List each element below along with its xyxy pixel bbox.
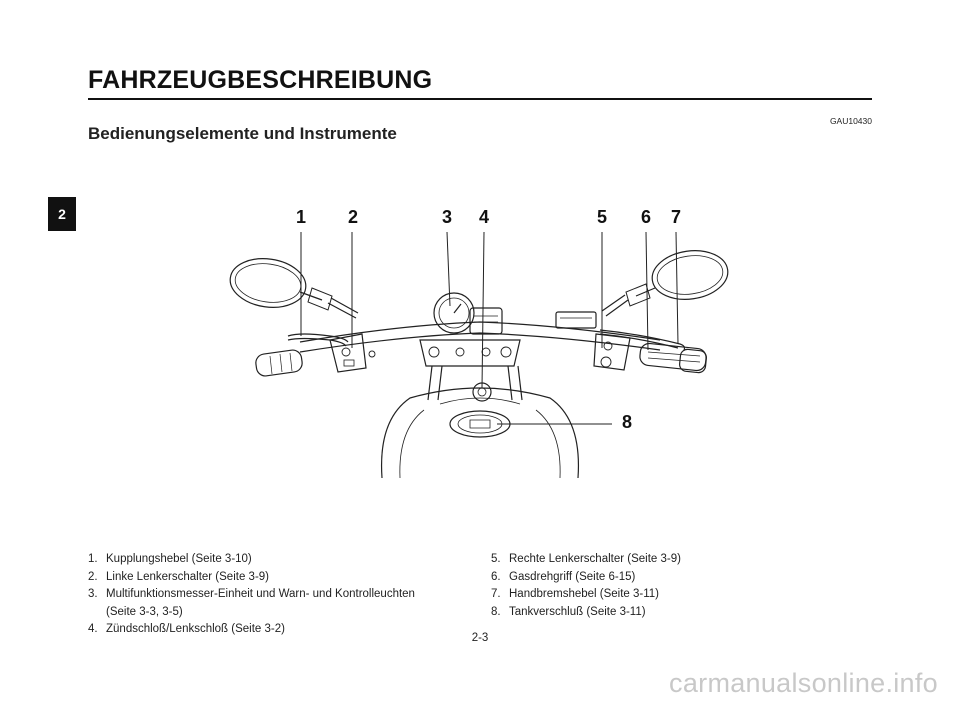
handlebar xyxy=(299,321,661,353)
callout-2: 2 xyxy=(347,207,359,227)
legend-item: 3.Multifunktionsmesser-Einheit und Warn-… xyxy=(88,588,415,600)
legend-item: 6.Gasdrehgriff (Seite 6-15) xyxy=(491,570,636,583)
right-mirror xyxy=(601,250,729,317)
left-mirror xyxy=(229,258,359,319)
page-number: 2-3 xyxy=(471,632,489,644)
callout-1: 1 xyxy=(295,207,307,227)
legend-item: 5.Rechte Lenkerschalter (Seite 3-9) xyxy=(491,553,681,565)
legend-item: 2.Linke Lenkerschalter (Seite 3-9) xyxy=(88,570,269,583)
watermark: carmanualsonline.info xyxy=(669,668,938,698)
section-subtitle: Bedienungselemente und Instrumente xyxy=(88,124,397,143)
header-rule xyxy=(88,98,872,100)
legend-right: 5.Rechte Lenkerschalter (Seite 3-9) 6.Ga… xyxy=(491,551,791,621)
legend-item: 8.Tankverschluß (Seite 3-11) xyxy=(491,605,646,618)
legend-item: 7.Handbremshebel (Seite 3-11) xyxy=(491,588,660,600)
instrument-cluster xyxy=(433,292,503,335)
right-grip xyxy=(639,342,707,374)
callout-8: 8 xyxy=(621,412,633,432)
fork-tubes xyxy=(427,365,523,401)
legend-item: 4.Zündschloß/Lenkschloß (Seite 3-2) xyxy=(88,623,285,635)
right-switch-housing xyxy=(593,333,631,371)
document-code: GAU10430 xyxy=(829,116,872,126)
callout-7: 7 xyxy=(670,207,682,227)
legend-left: 1.Kupplungshebel (Seite 3-10) 2.Linke Le… xyxy=(88,551,468,639)
left-grip xyxy=(255,349,303,377)
callout-4: 4 xyxy=(478,207,490,227)
left-switch-housing xyxy=(329,333,376,373)
legend-item: 1.Kupplungshebel (Seite 3-10) xyxy=(88,553,252,565)
legend-item: (Seite 3-3, 3-5) xyxy=(106,605,183,618)
brake-reservoir xyxy=(555,311,597,329)
page-title: FAHRZEUGBESCHREIBUNG xyxy=(88,66,433,94)
fuel-tank xyxy=(380,387,580,479)
chapter-tab: 2 xyxy=(48,197,76,231)
callout-5: 5 xyxy=(596,207,608,227)
triple-clamp xyxy=(419,339,521,367)
callout-6: 6 xyxy=(640,207,652,227)
callout-3: 3 xyxy=(441,207,453,227)
callout-lines xyxy=(300,231,679,425)
